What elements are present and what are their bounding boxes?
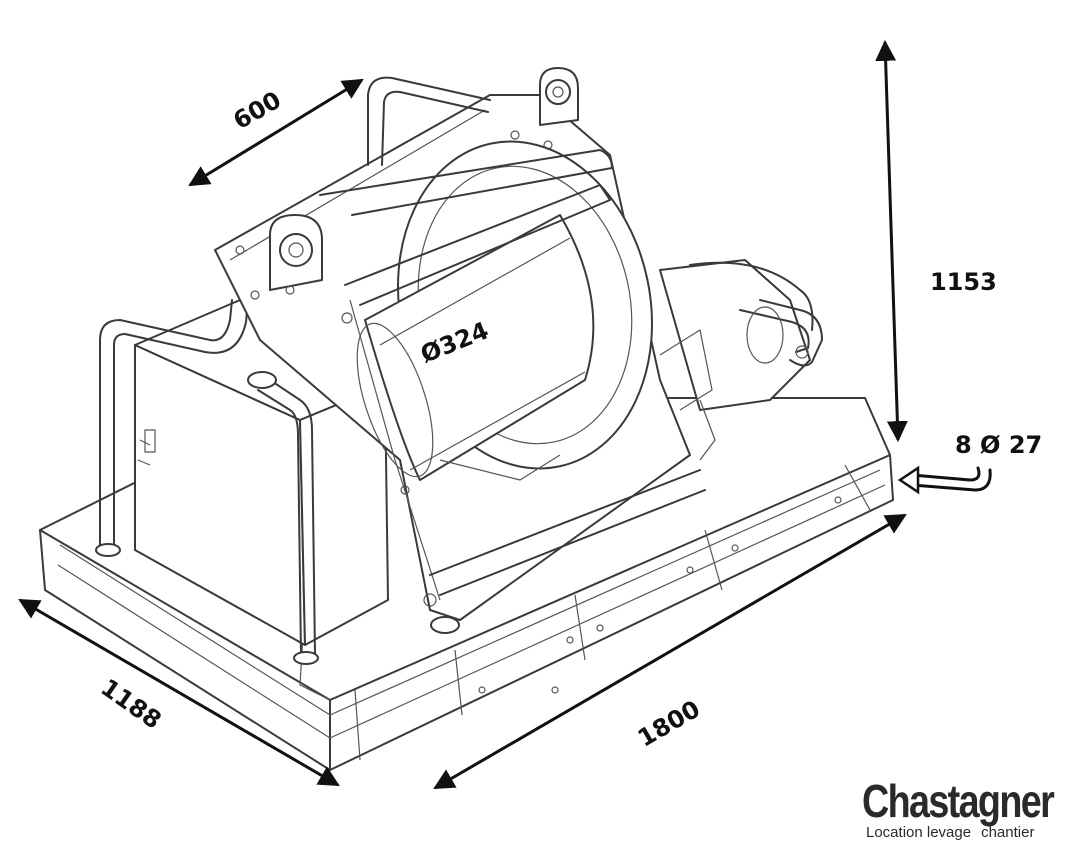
length-label: 1800 [633,695,705,753]
depth-dimension-line [188,78,364,187]
brand-tagline-left: Location levage [866,824,972,841]
brand-tagline-right: chantier [981,824,1035,841]
holes-label: 8 Ø 27 [955,431,1042,459]
holes-callout-arrow [910,468,992,492]
length-dimension-line [433,513,907,790]
brand-name: Chastagner [862,775,1055,827]
height-label: 1153 [930,268,997,296]
brand-logo: Chastagner Location levage chantier [862,778,1062,844]
dimension-lines [18,39,992,790]
height-dimension-line [875,39,908,443]
width-dimension-line [18,598,340,787]
brand-tagline: Location levage chantier [866,824,1044,841]
gearbox [659,259,823,461]
width-label: 1188 [96,673,167,734]
depth-label: 600 [228,86,285,135]
drum [356,140,653,481]
